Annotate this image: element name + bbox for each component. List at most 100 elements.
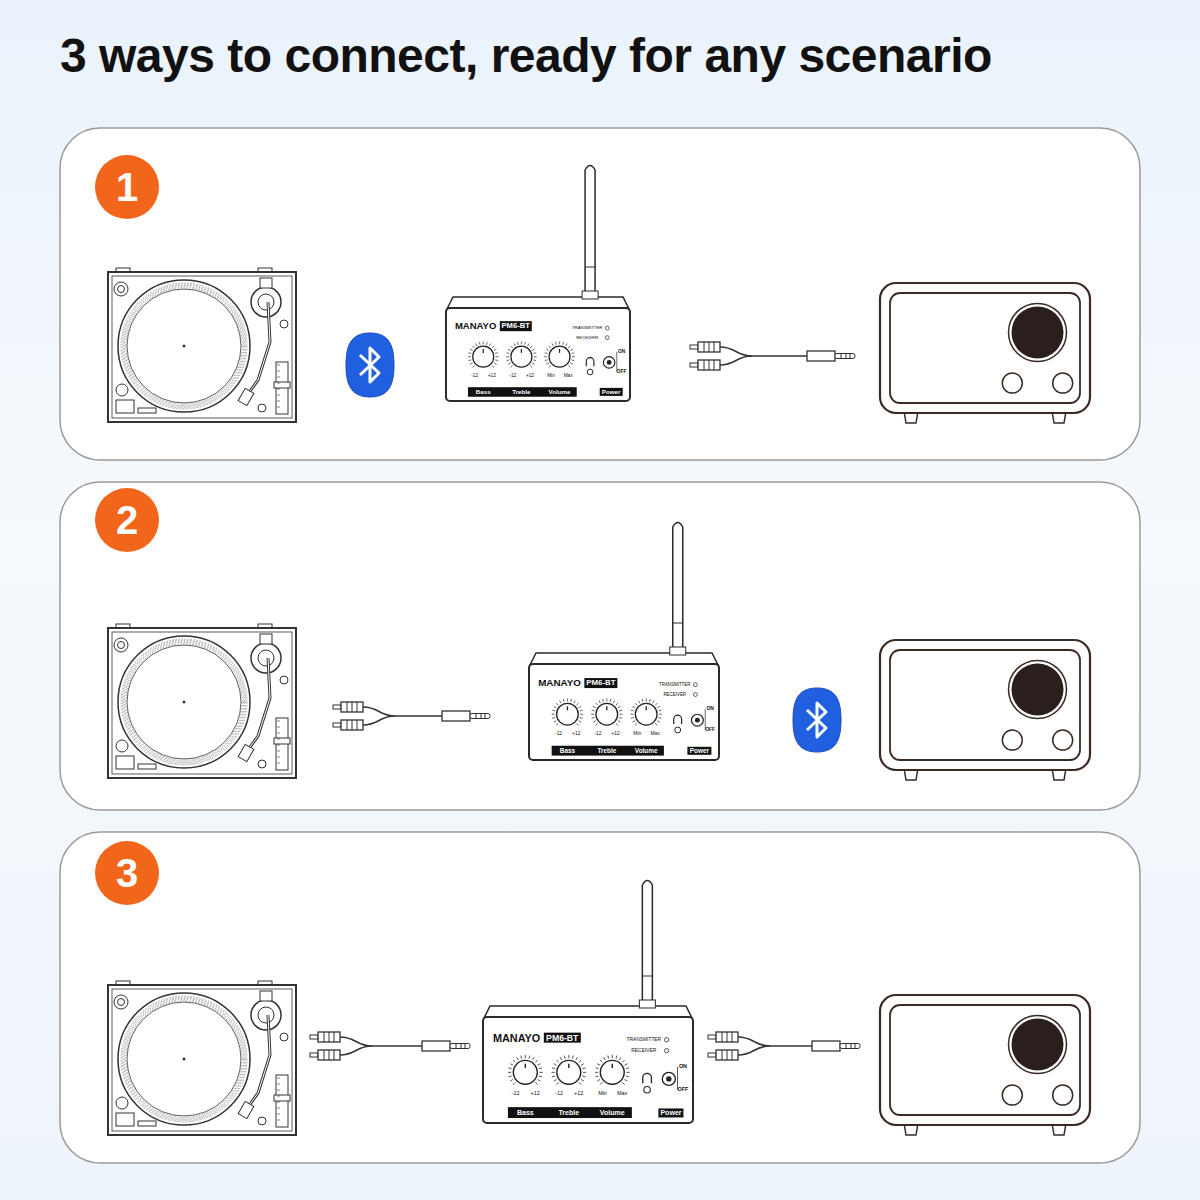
knob-pointer xyxy=(606,706,607,710)
platter-mat xyxy=(127,1002,241,1116)
tonearm xyxy=(248,302,270,394)
speaker-cabinet xyxy=(880,640,1090,770)
knob-tick xyxy=(535,1060,537,1062)
antenna xyxy=(673,523,683,654)
knob-tick xyxy=(469,359,472,361)
bluetooth-rune xyxy=(360,348,379,382)
knob-tick xyxy=(546,349,548,350)
knob-tick xyxy=(635,703,637,705)
knob-tick xyxy=(530,365,532,367)
knob xyxy=(635,703,657,725)
knob-tick xyxy=(546,363,548,364)
knob-tick xyxy=(535,1082,537,1084)
speaker-front xyxy=(890,1005,1080,1115)
jack-ring xyxy=(850,354,851,359)
platter-mat xyxy=(127,289,241,403)
knob-tick xyxy=(655,703,657,705)
rca-grip xyxy=(324,1032,325,1042)
pitch-tick xyxy=(277,739,280,740)
knob-tick xyxy=(539,1072,542,1073)
knob-tick xyxy=(633,706,636,707)
headshell xyxy=(238,1101,254,1118)
wire xyxy=(752,355,807,357)
knob-tick xyxy=(560,701,561,704)
rca-cable xyxy=(333,702,490,730)
knob-pointer xyxy=(568,1064,569,1068)
start-knob xyxy=(118,999,125,1006)
knob-tick xyxy=(513,1082,515,1084)
knob-tick xyxy=(570,699,572,702)
pitch-tick xyxy=(277,1120,280,1121)
knob xyxy=(557,1060,581,1084)
turntable-inner xyxy=(112,276,292,418)
amp-controls xyxy=(552,683,706,756)
wire xyxy=(720,347,752,356)
knob-tick xyxy=(554,721,557,722)
knob-tick xyxy=(564,1056,566,1059)
scale-label: -12 xyxy=(594,731,601,736)
knob-tick xyxy=(510,1079,513,1081)
knob-tick xyxy=(625,1079,628,1081)
label-bar xyxy=(552,746,664,756)
platter-dots xyxy=(123,641,244,762)
speaker-knob xyxy=(1002,730,1022,750)
knob-tick xyxy=(619,1057,621,1060)
pitch-tick xyxy=(277,395,280,396)
jack-ring xyxy=(846,1044,847,1049)
pitch-tick xyxy=(277,733,280,734)
speaker-front xyxy=(890,650,1080,760)
wire xyxy=(340,1046,372,1055)
knob-tick xyxy=(532,1057,534,1060)
light xyxy=(258,404,266,412)
headshell xyxy=(238,388,254,405)
counterweight xyxy=(260,278,272,288)
knob-tick xyxy=(528,343,529,345)
brand-label: PM6-BT xyxy=(584,678,617,688)
knob-tick xyxy=(560,1057,562,1060)
platter-dots xyxy=(123,285,244,406)
rca-grip xyxy=(709,360,710,370)
knob-tick xyxy=(514,343,515,345)
knob-tick xyxy=(521,341,522,344)
rca-grip xyxy=(329,1050,330,1060)
start-knob xyxy=(114,995,128,1009)
button xyxy=(138,764,156,769)
button xyxy=(138,1121,156,1126)
amplifier-box: MANAYOPM6-BTTRANSMITTERRECEIVER-12+12-12… xyxy=(528,663,720,761)
knob-tick xyxy=(533,359,536,361)
headshell xyxy=(238,744,254,761)
scale-label: +12 xyxy=(574,1091,583,1096)
platter-dots xyxy=(121,996,247,1122)
platter-dots xyxy=(126,1001,242,1117)
control-label: Treble xyxy=(510,388,532,396)
knob-tick xyxy=(606,698,607,701)
light xyxy=(258,1117,266,1125)
knob-tick xyxy=(472,346,474,348)
pitch-tick xyxy=(277,1114,280,1115)
scale-label: Min xyxy=(547,373,555,378)
led xyxy=(664,1048,668,1052)
knob-tick xyxy=(649,699,651,702)
amplifier-box: MANAYOPM6-BTTRANSMITTERRECEIVER-12+12-12… xyxy=(482,1016,694,1124)
knob-tick xyxy=(563,699,565,702)
platter-dots xyxy=(126,288,242,404)
rca-grip xyxy=(704,360,705,370)
platter-dots xyxy=(122,284,246,408)
bluetooth-badge xyxy=(346,333,394,397)
knob-tick xyxy=(580,714,583,715)
knob-tick xyxy=(492,365,494,367)
switch xyxy=(666,1076,671,1081)
label-bar xyxy=(508,1107,632,1118)
turntable-base xyxy=(108,272,296,422)
platter-dots xyxy=(125,287,244,406)
knob-tick xyxy=(476,343,477,345)
knob xyxy=(596,703,618,725)
feet xyxy=(116,268,130,272)
knob-pointer xyxy=(525,1064,526,1068)
knob-tick xyxy=(562,342,564,345)
knob-tick xyxy=(622,1060,624,1062)
rca-grip xyxy=(334,1050,335,1060)
knob-tick xyxy=(618,706,621,707)
spindle xyxy=(183,1058,186,1061)
scale-label: ON xyxy=(618,350,625,355)
